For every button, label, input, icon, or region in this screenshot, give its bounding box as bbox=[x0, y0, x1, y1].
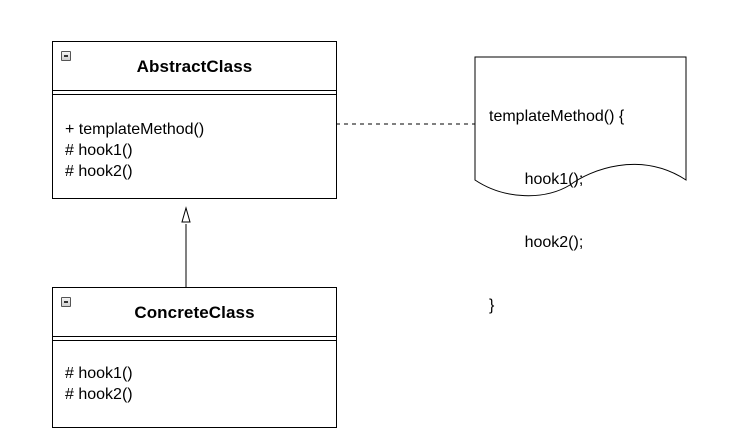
operation: # hook2() bbox=[65, 163, 133, 180]
concrete-class-header: ConcreteClass bbox=[53, 288, 336, 336]
operation: # hook1() bbox=[65, 365, 133, 382]
abstract-class-header: AbstractClass bbox=[53, 42, 336, 90]
concrete-class-name: ConcreteClass bbox=[134, 303, 255, 322]
collapse-icon[interactable] bbox=[61, 297, 71, 307]
note-shape bbox=[474, 56, 687, 197]
note-line: hook1(); bbox=[489, 171, 584, 188]
abstract-class-name: AbstractClass bbox=[136, 57, 253, 76]
note-line: } bbox=[489, 297, 495, 314]
compartment-divider bbox=[53, 336, 336, 341]
operation: # hook1() bbox=[65, 142, 133, 159]
compartment-divider bbox=[53, 90, 336, 95]
concrete-class-box[interactable]: ConcreteClass # hook1() # hook2() bbox=[52, 287, 337, 428]
operation: # hook2() bbox=[65, 386, 133, 403]
abstract-class-box[interactable]: AbstractClass + templateMethod() # hook1… bbox=[52, 41, 337, 199]
collapse-icon[interactable] bbox=[61, 51, 71, 61]
note-body[interactable]: templateMethod() { hook1(); hook2(); } bbox=[489, 64, 624, 337]
note-line: templateMethod() { bbox=[489, 108, 625, 125]
concrete-class-operations: # hook1() # hook2() bbox=[53, 341, 336, 405]
abstract-class-operations: + templateMethod() # hook1() # hook2() bbox=[53, 95, 336, 182]
generalization-arrowhead bbox=[181, 206, 191, 223]
operation: + templateMethod() bbox=[65, 121, 205, 138]
note-line: hook2(); bbox=[489, 234, 584, 251]
